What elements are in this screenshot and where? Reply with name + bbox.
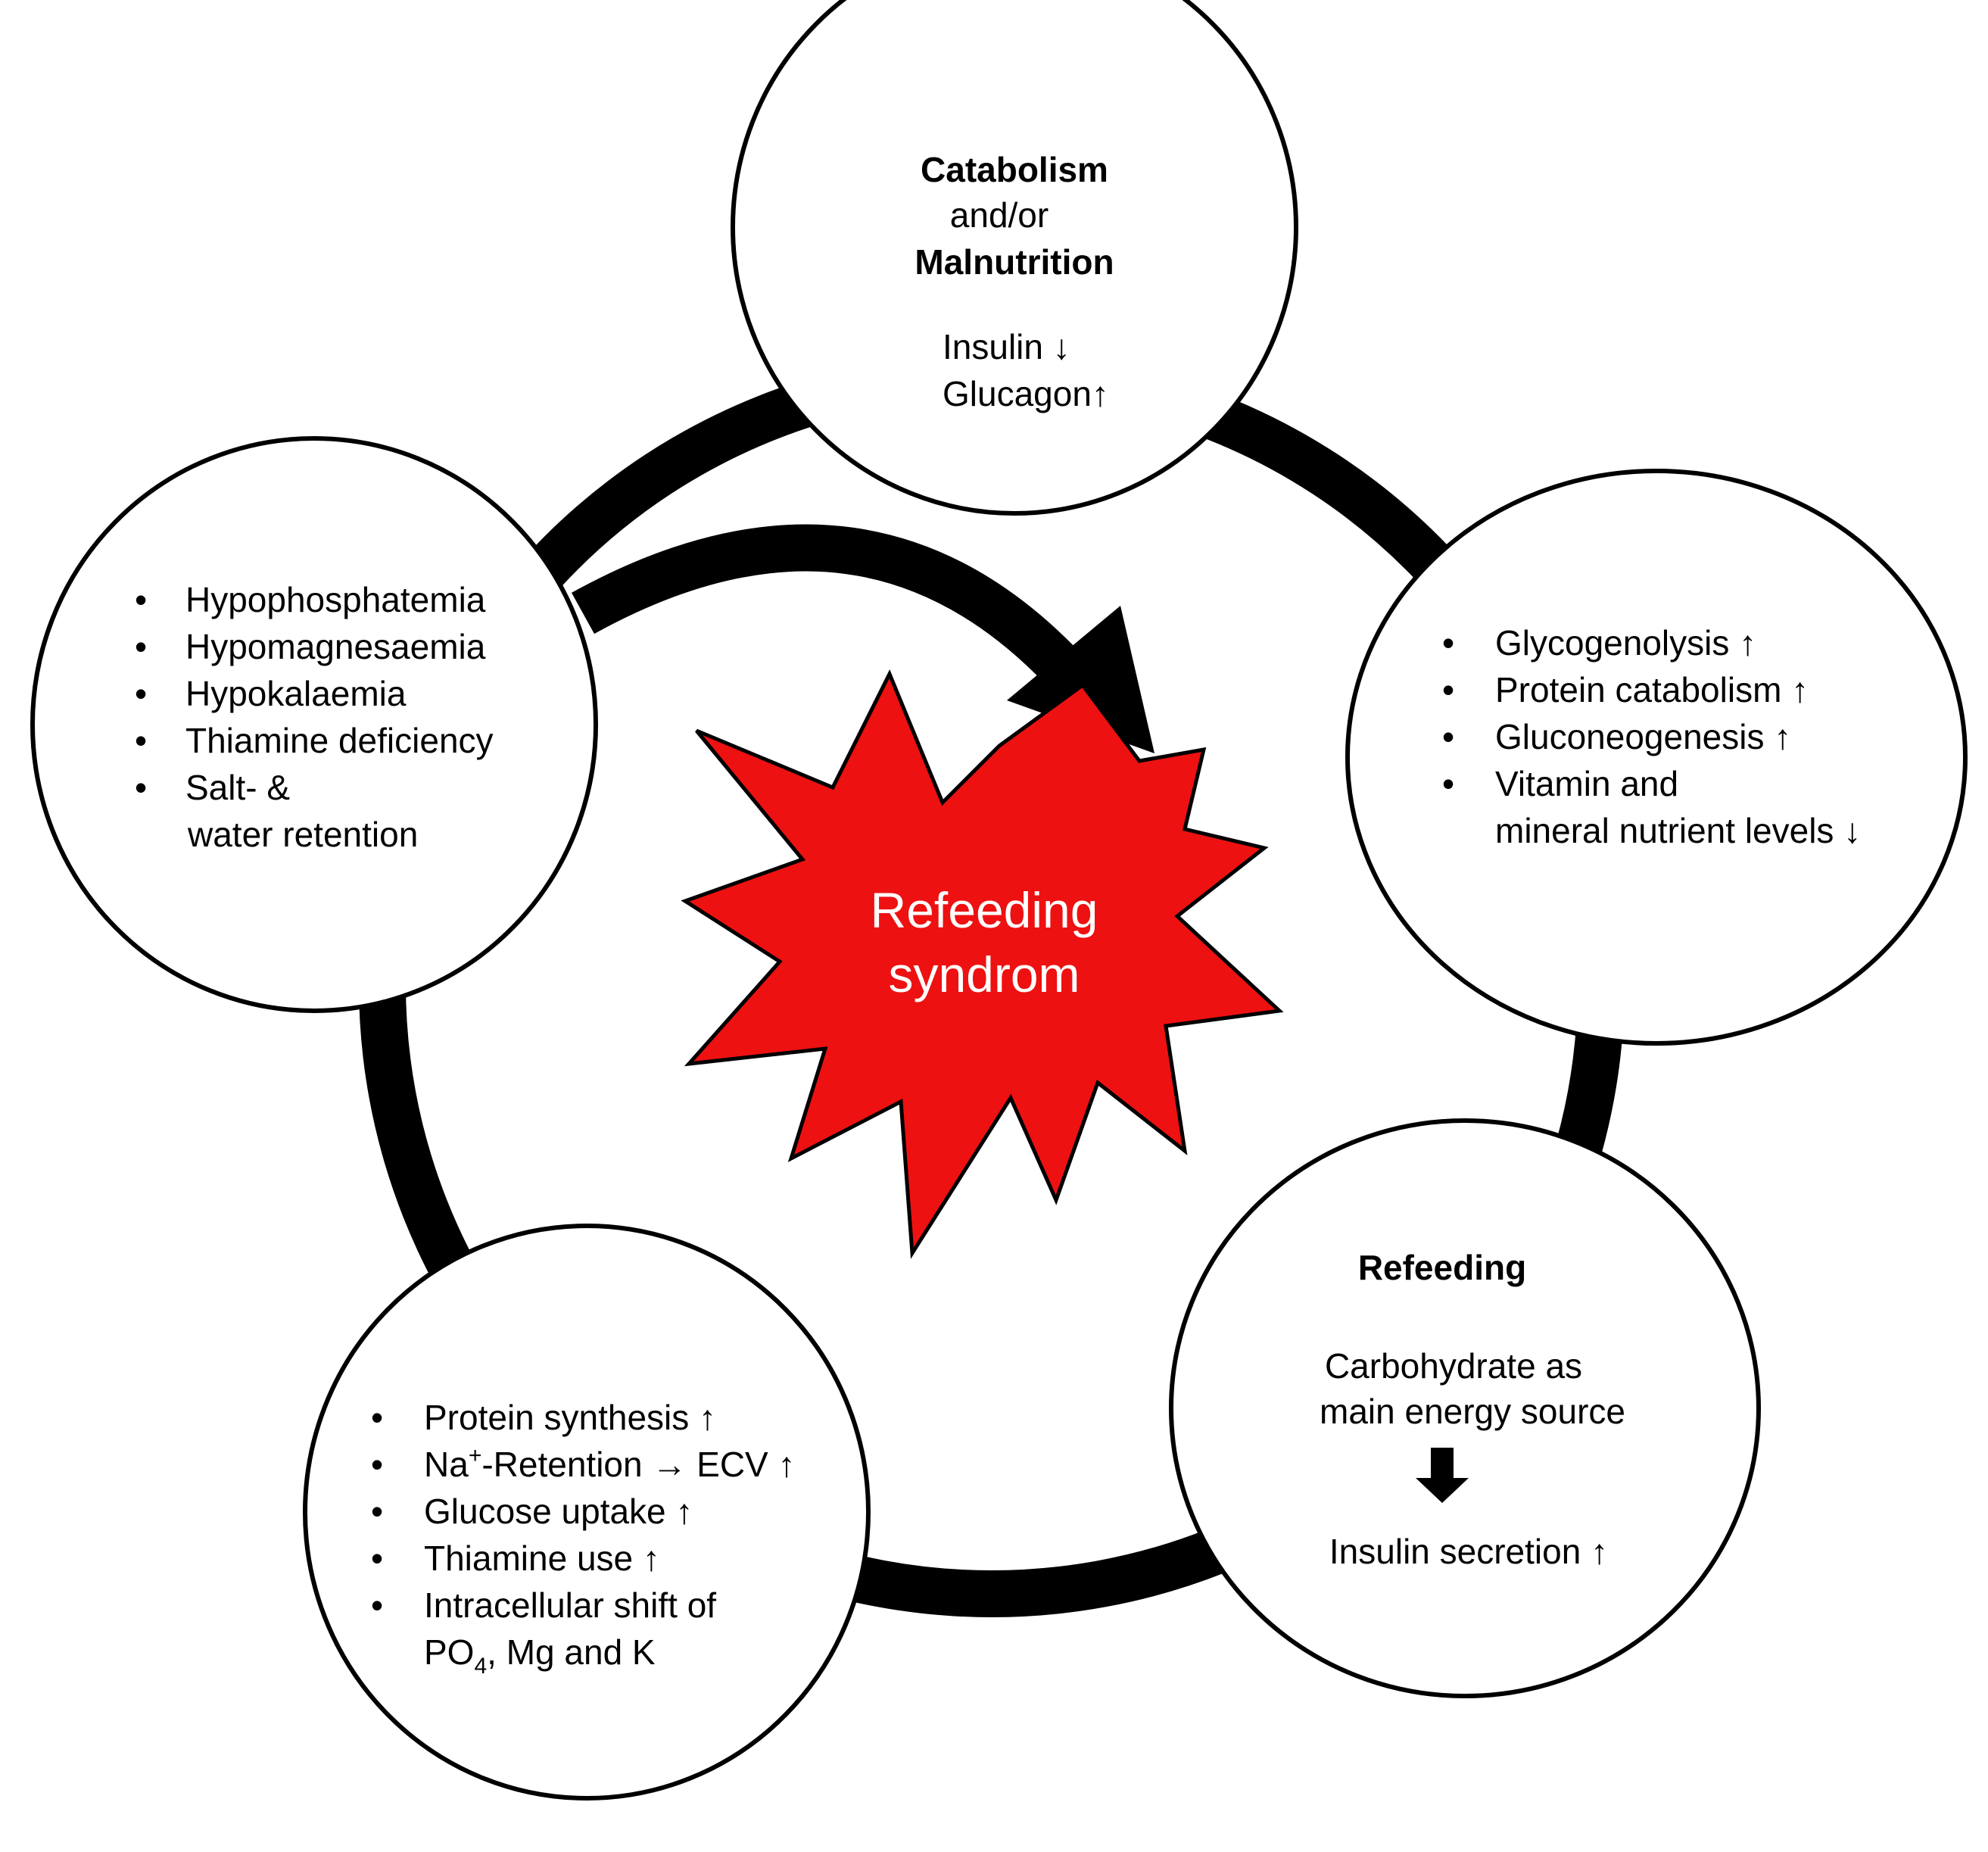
bullet: • xyxy=(1442,764,1454,803)
node-anabolic-effects: • Protein synthesis ↑ • Na+-Retention → … xyxy=(303,1224,871,1801)
list-item-glycogenolysis: Glycogenolysis ↑ xyxy=(1495,623,1756,663)
list-item-protein-synthesis: Protein synthesis ↑ xyxy=(424,1398,716,1437)
list-item-hypophosphatemia: Hypophosphatemia xyxy=(185,580,486,619)
refeeding-syndrome-burst xyxy=(681,669,1284,1259)
bullet: • xyxy=(135,768,147,807)
bullet: • xyxy=(371,1585,383,1625)
node-catabolism-connector: and/or xyxy=(950,195,1049,235)
node-catabolism-insulin: Insulin ↓ xyxy=(943,327,1070,366)
list-item-salt-continuation: water retention xyxy=(187,815,418,854)
node-refeeding-title: Refeeding xyxy=(1358,1248,1526,1287)
cycle-arrowhead-icon xyxy=(1007,606,1154,753)
list-item-thiamine-use: Thiamine use ↑ xyxy=(424,1539,660,1578)
bullet: • xyxy=(1442,717,1454,756)
node-refeeding-line3: Insulin secretion ↑ xyxy=(1329,1532,1608,1571)
list-item-intracellular-shift-continuation: PO4, Mg and K xyxy=(424,1632,656,1679)
bullet: • xyxy=(135,627,147,666)
list-item-hypokalaemia: Hypokalaemia xyxy=(185,674,407,713)
list-item-gluconeogenesis: Gluconeogenesis ↑ xyxy=(1495,717,1791,756)
node-catabolism: Catabolism and/or Malnutrition Insulin ↓… xyxy=(731,0,1298,516)
bullet: • xyxy=(1442,623,1454,663)
bullet: • xyxy=(371,1492,383,1531)
bullet: • xyxy=(135,580,147,619)
list-item-glucose-uptake: Glucose uptake ↑ xyxy=(424,1492,693,1531)
bullet: • xyxy=(371,1539,383,1578)
node-anabolic-effects-circle xyxy=(303,1224,871,1801)
node-deficiencies: • Hypophosphatemia • Hypomagnesaemia • H… xyxy=(30,436,598,1013)
node-catabolism-circle xyxy=(731,0,1298,516)
burst-label-line2: syndrom xyxy=(888,946,1080,1002)
node-malnutrition-title: Malnutrition xyxy=(915,242,1114,282)
node-refeeding: Refeeding Carbohydrate as main energy so… xyxy=(1169,1118,1761,1698)
list-item-thiamine-deficiency: Thiamine deficiency xyxy=(185,721,494,760)
list-item-na-retention: Na+-Retention → ECV ↑ xyxy=(424,1443,796,1484)
bullet: • xyxy=(135,674,147,713)
bullet: • xyxy=(135,721,147,760)
node-catabolism-title: Catabolism xyxy=(921,150,1108,189)
bullet: • xyxy=(371,1445,383,1484)
list-item-intracellular-shift: Intracellular shift of xyxy=(424,1585,716,1625)
node-refeeding-line1: Carbohydrate as xyxy=(1325,1346,1582,1386)
node-catabolic-effects-circle xyxy=(1345,469,1968,1046)
burst-label-line1: Refeeding xyxy=(871,882,1098,938)
node-catabolic-effects: • Glycogenolysis ↑ • Protein catabolism … xyxy=(1345,469,1968,1046)
node-catabolism-glucagon: Glucagon↑ xyxy=(943,374,1109,413)
list-item-vitamin: Vitamin and xyxy=(1495,764,1678,803)
list-item-salt: Salt- & xyxy=(185,768,290,807)
node-deficiencies-circle xyxy=(30,436,598,1013)
list-item-protein-catabolism: Protein catabolism ↑ xyxy=(1495,670,1809,709)
list-item-vitamin-continuation: mineral nutrient levels ↓ xyxy=(1495,811,1861,850)
bullet: • xyxy=(371,1398,383,1437)
node-refeeding-line2: main energy source xyxy=(1320,1392,1625,1431)
bullet: • xyxy=(1442,670,1454,709)
down-arrow-icon xyxy=(1416,1448,1469,1503)
cycle-arrow-shaft xyxy=(572,524,1093,697)
node-refeeding-circle xyxy=(1169,1118,1761,1698)
list-item-hypomagnesaemia: Hypomagnesaemia xyxy=(185,627,486,666)
